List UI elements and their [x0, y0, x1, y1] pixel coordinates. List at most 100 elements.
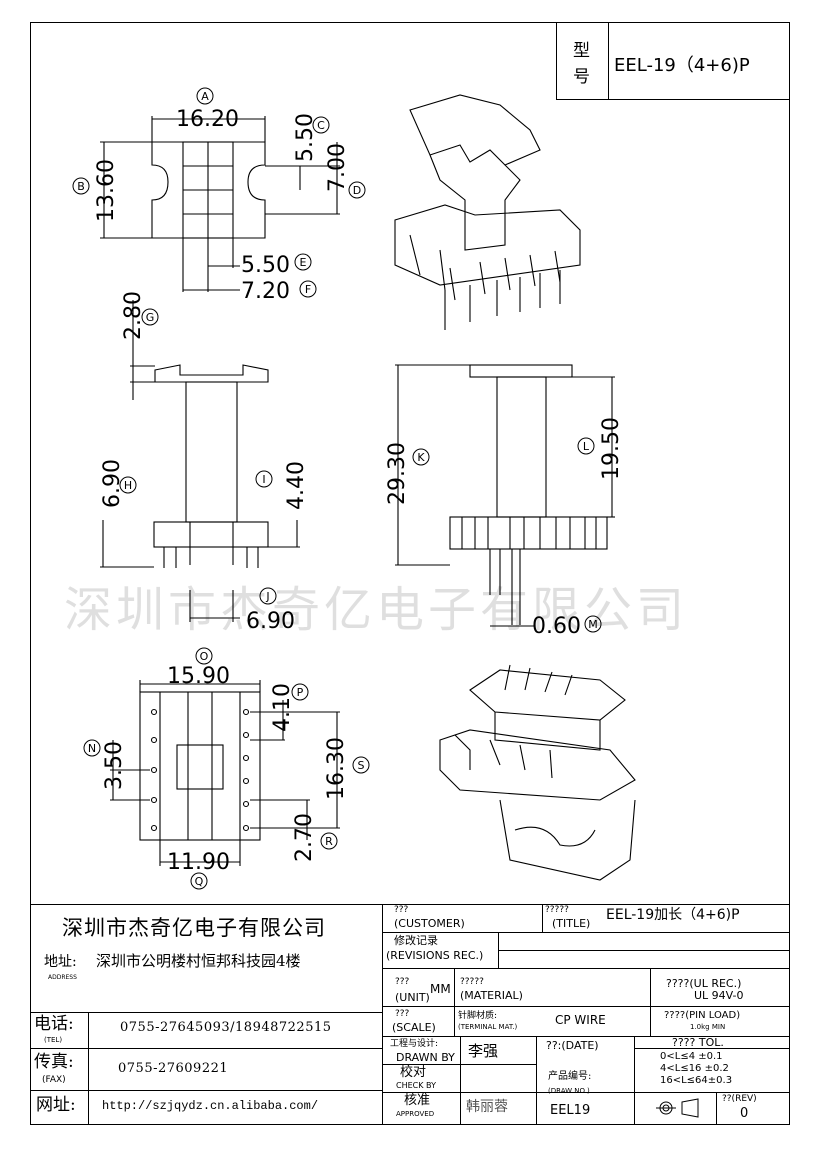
fax-label: 传真: [34, 1052, 74, 1072]
marker-r: R [325, 835, 333, 848]
isometric-view-bottom [439, 664, 636, 881]
titleblock-top-line [30, 904, 790, 905]
header-divider-mid [608, 22, 609, 99]
dim-i: 4.40 [284, 461, 309, 510]
company-rule-2 [30, 1048, 382, 1049]
drawn-label: DRAWN BY [396, 1051, 455, 1064]
address-label: 地址: [44, 954, 77, 970]
title-label: (TITLE) [552, 917, 591, 930]
unit-value: MM [430, 982, 451, 996]
company-name: 深圳市杰奇亿电子有限公司 [62, 916, 326, 940]
tol-row-2: 4<L≤16 ±0.2 [660, 1063, 729, 1074]
marker-e: E [300, 256, 307, 269]
unit-label: (UNIT) [395, 991, 430, 1004]
tb-h3 [382, 1006, 790, 1007]
marker-b: B [77, 180, 85, 193]
drawing-sheet [30, 22, 790, 1125]
check-cn: 校对 [400, 1065, 427, 1080]
approved-value: 韩丽蓉 [466, 1099, 508, 1115]
tol-label: ???? TOL. [672, 1036, 724, 1049]
titleblock-split [382, 904, 383, 1125]
drawno-value: EEL19 [550, 1103, 591, 1118]
customer-label: (CUSTOMER) [394, 917, 465, 930]
tb-h2 [382, 968, 790, 969]
company-rule-1 [30, 1012, 382, 1013]
tol-row-3: 16<L≤64±0.3 [660, 1075, 733, 1086]
side-view [395, 364, 615, 627]
ul-value: UL 94V-0 [694, 989, 744, 1002]
address-value: 深圳市公明楼村恒邦科技园4楼 [96, 952, 301, 970]
marker-l: L [583, 440, 590, 453]
dim-l: 19.50 [599, 417, 624, 480]
dim-b: 13.60 [94, 159, 119, 222]
tb-h1 [382, 932, 790, 933]
marker-f: F [305, 283, 311, 296]
material-label: (MATERIAL) [460, 989, 523, 1002]
company-watermark: 深圳市杰奇亿电子有限公司 [64, 582, 689, 638]
tb-h6 [382, 1064, 536, 1065]
revisions-label: (REVISIONS REC.) [386, 949, 484, 962]
terminal-value: CP WIRE [555, 1013, 606, 1027]
customer-q: ??? [394, 905, 409, 915]
callout-markers: A B C D E F G H I J K L M N O P Q R S [72, 87, 602, 890]
revisions-cn: 修改记录 [394, 934, 438, 947]
material-q: ????? [460, 977, 484, 987]
tb-v6 [536, 1036, 537, 1125]
title-q: ????? [545, 905, 569, 915]
marker-n: N [88, 742, 96, 755]
rev-value: 0 [740, 1106, 749, 1121]
tb-h7 [382, 1092, 790, 1093]
marker-i: I [262, 473, 265, 486]
fax-sub-label: (FAX) [42, 1075, 66, 1085]
terminal-cn: 针脚材质: [458, 1011, 498, 1021]
tb-v8 [716, 1092, 717, 1125]
terminal-label: (TERMINAL MAT.) [458, 1023, 518, 1031]
dim-d: 7.00 [325, 143, 350, 192]
marker-q: Q [195, 875, 204, 888]
marker-d: D [353, 184, 361, 197]
drawno-cn: 产品编号: [548, 1071, 592, 1082]
dim-e: 5.50 [241, 253, 290, 278]
web-value[interactable]: http://szjqydz.cn.alibaba.com/ [102, 1099, 319, 1113]
marker-k: K [417, 451, 425, 464]
dim-n: 3.50 [102, 741, 127, 790]
dim-p: 4.10 [270, 683, 295, 732]
unit-q: ??? [395, 977, 410, 987]
marker-c: C [317, 119, 325, 132]
header-divider-left [556, 22, 557, 99]
pinload-value: 1.0kg MIN [690, 1023, 726, 1031]
marker-p: P [297, 686, 304, 699]
web-label: 网址: [36, 1095, 76, 1115]
tb-v7 [634, 1036, 635, 1125]
fax-value: 0755-27609221 [118, 1061, 229, 1076]
company-rule-3 [30, 1090, 382, 1091]
dim-s: 16.30 [324, 737, 349, 800]
rev-label: ??(REV) [722, 1094, 757, 1104]
dim-j: 6.90 [246, 609, 295, 634]
approved-label: APPROVED [396, 1110, 435, 1118]
dimension-labels: 16.20 13.60 5.50 7.00 5.50 7.20 2.80 6.9… [94, 107, 624, 875]
tb-v4 [650, 968, 651, 1036]
ul-label: ????(UL REC.) [666, 977, 742, 990]
tel-value: 0755-27645093/18948722515 [120, 1020, 332, 1035]
pinload-label: ????(PIN LOAD) [664, 1010, 741, 1021]
title-value: EEL-19加长（4+6)P [606, 907, 740, 923]
tol-row-1: 0<L≤4 ±0.1 [660, 1051, 723, 1062]
dim-k: 29.30 [385, 442, 410, 505]
projection-symbol-icon [656, 1098, 699, 1118]
model-label: 型号 [573, 41, 590, 87]
marker-h: H [124, 479, 132, 492]
marker-g: G [146, 311, 155, 324]
dim-r: 2.70 [292, 813, 317, 862]
bottom-view [110, 680, 340, 866]
marker-j: J [265, 590, 269, 603]
tb-h5 [634, 1048, 790, 1049]
dim-a: 16.20 [176, 107, 239, 132]
marker-o: O [200, 650, 209, 663]
drawn-value: 李强 [468, 1042, 499, 1060]
drawn-cn: 工程与设计: [390, 1039, 439, 1049]
marker-a: A [201, 90, 209, 103]
tb-v1 [542, 904, 543, 932]
top-view [100, 116, 340, 292]
